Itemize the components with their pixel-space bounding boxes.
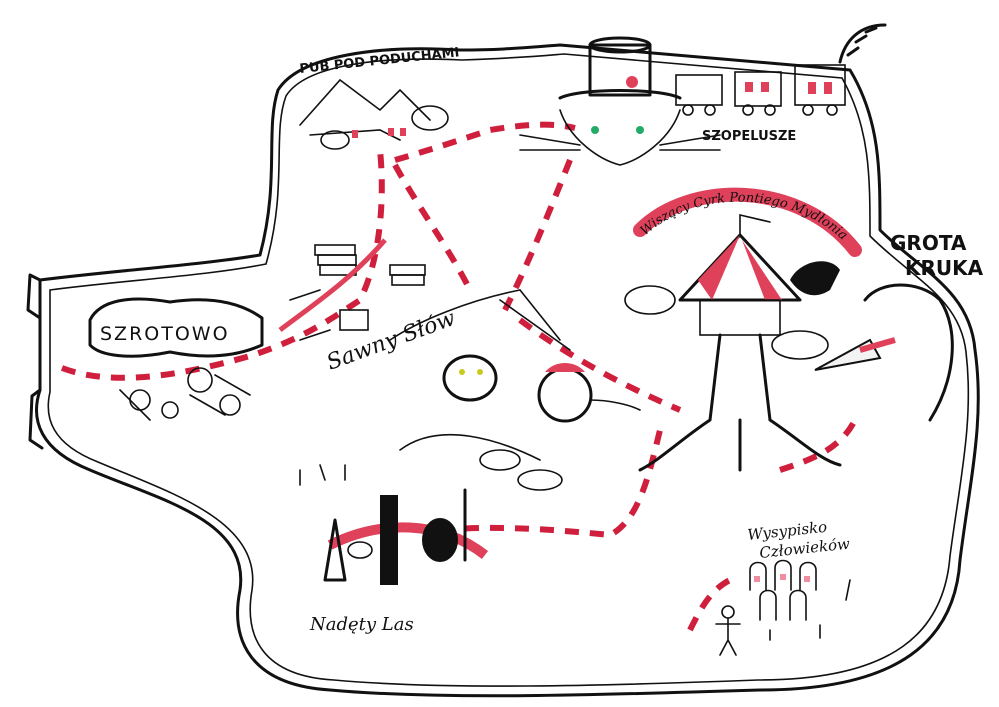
label-szopelusze: SZOPELUSZE: [702, 129, 796, 144]
circus-tent-icon: [678, 213, 802, 336]
label-nadety: Nadęty Las: [309, 614, 414, 635]
grota-area: GROTA KRUKA: [814, 231, 984, 422]
trail-pub-center: [392, 163, 473, 292]
raccoon-tail-icon: [838, 23, 887, 64]
train-icon: [675, 64, 846, 116]
book-pile-icon: [278, 238, 426, 341]
trail-szrotowo-pub: [60, 149, 385, 381]
tree-trunk: [624, 285, 842, 472]
trails: [60, 121, 858, 632]
sawny-area: Sawny Słów: [278, 238, 459, 376]
label-sawny: Sawny Słów: [324, 306, 459, 376]
trail-wysypisko: [687, 577, 732, 632]
beaver-icon: [537, 363, 641, 423]
szrotowo-area: SZROTOWO: [88, 297, 264, 421]
musical-instrument-icon: [323, 488, 467, 585]
top-hat-cat-icon: [519, 36, 721, 166]
tombstone-icon: [749, 559, 817, 621]
szopelusze-area: SZOPELUSZE: [519, 23, 887, 166]
land-border: [26, 43, 980, 698]
label-grota-2: KRUKA: [905, 256, 984, 280]
wysypisko-area: Wysypisko Człowieków: [715, 518, 851, 656]
pillow-icon: [411, 105, 449, 131]
trail-szopelusze-center: [502, 158, 573, 312]
otter-icon: [442, 354, 498, 402]
label-szrotowo: SZROTOWO: [100, 323, 230, 345]
trail-center-tree: [518, 317, 682, 413]
pub-area: PUB POD PODUCHAMI: [299, 45, 460, 150]
skeleton-icon: [715, 605, 741, 656]
trail-las-tree: [439, 429, 663, 539]
junk-pile: [119, 367, 251, 421]
nadety-area: Nadęty Las: [299, 464, 489, 635]
label-cyrk: Wiszący Cyrk Pontiego Mydłonia: [638, 191, 851, 244]
center-area: [389, 289, 641, 491]
cyrk-area: Wiszący Cyrk Pontiego Mydłonia: [624, 187, 862, 472]
trail-tree-grota: [779, 418, 858, 473]
crow-icon: [790, 261, 840, 296]
trail-pub-szopelusze: [394, 121, 576, 163]
label-grota-1: GROTA: [890, 231, 967, 255]
